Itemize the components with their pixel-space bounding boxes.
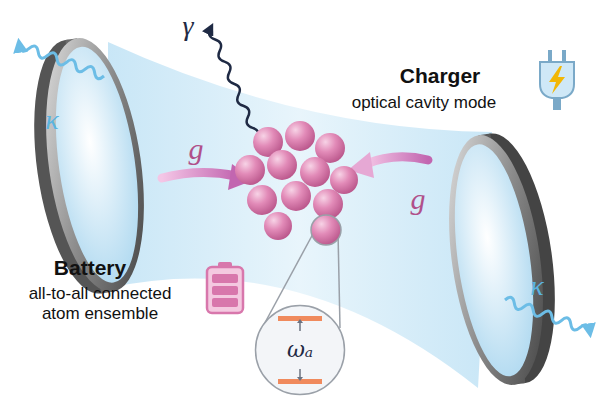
component-heading: Charger: [400, 64, 481, 88]
loss-rate-symbol: κ: [45, 104, 58, 136]
gap-arrowhead: [297, 319, 303, 323]
energy-level-inset: ωₐ: [254, 304, 346, 396]
coupling-symbol: g: [189, 132, 204, 167]
inset-circle: [256, 306, 345, 395]
gap-arrow: [299, 322, 301, 331]
gap-arrow: [299, 369, 301, 378]
component-description: all-to-all connected atom ensemble: [20, 284, 180, 323]
loss-rate-symbol: κ: [530, 270, 543, 302]
coupling-symbol: g: [411, 182, 426, 217]
component-heading: Battery: [54, 256, 126, 280]
gap-arrowhead: [297, 377, 303, 381]
transition-frequency: ωₐ: [287, 337, 313, 362]
component-description: optical cavity mode: [352, 93, 497, 113]
decay-rate-symbol: γ: [182, 10, 193, 42]
